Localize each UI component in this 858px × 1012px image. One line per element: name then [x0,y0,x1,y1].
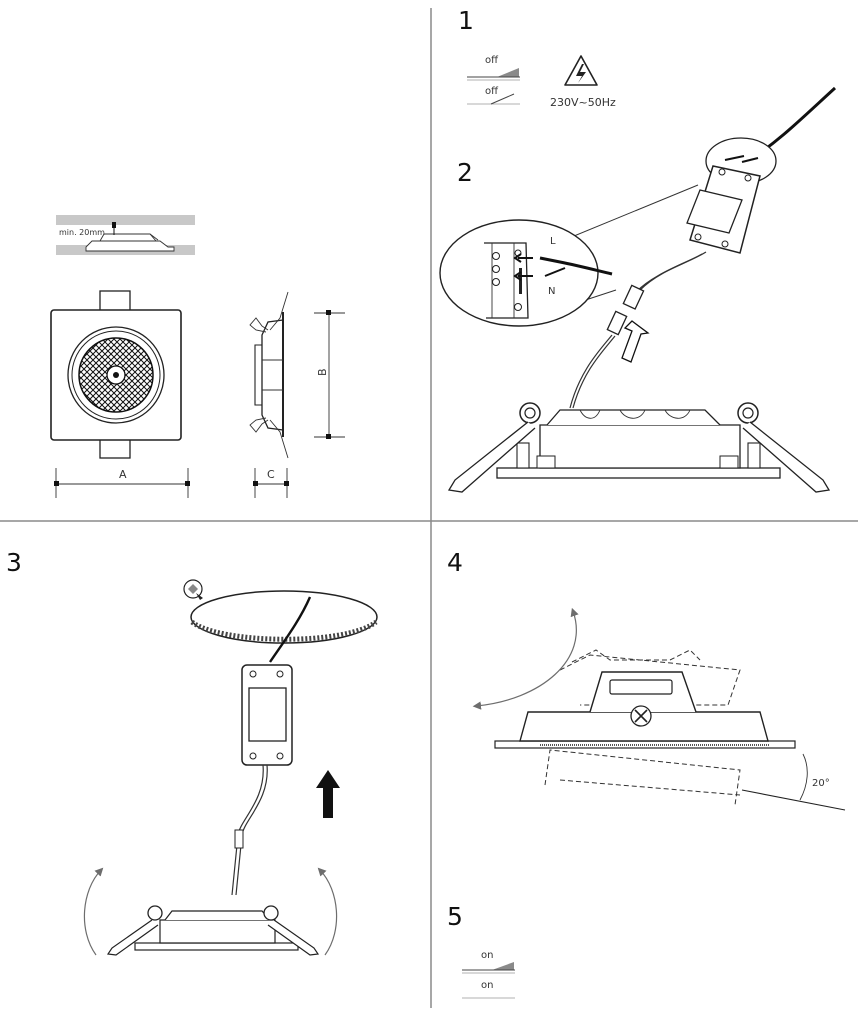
step-3-number: 3 [6,548,22,577]
step-5-panel: 5 on on [447,902,515,999]
dimensions-panel: min. 20mm [50,215,345,498]
spring-fold-arrow-left [83,867,104,956]
step-1-number: 1 [458,6,474,35]
step-1-panel: 1 off off 230V~50Hz [458,6,616,109]
terminal-zoom-callout: L N [439,219,613,327]
downlight-fixture [447,402,831,493]
dimension-c: C [253,468,289,498]
tilted-positions [544,649,741,806]
voltage-label: 230V~50Hz [550,96,616,109]
step-4-panel: 4 20° [447,548,846,811]
high-voltage-warning-icon: 230V~50Hz [550,55,616,109]
step-5-number: 5 [447,902,463,931]
ceiling-cutout [190,590,378,663]
live-terminal-label: L [550,236,556,247]
switch-off-label-2: off [485,86,499,97]
dimension-a-label: A [119,468,127,481]
panel-dividers [0,8,858,1008]
switch-off-icon: off off [467,55,520,105]
push-up-arrow-icon [316,770,340,818]
adjustable-lamp [494,671,796,749]
front-view [50,290,182,459]
step-4-number: 4 [447,548,463,577]
tilt-arrow [472,607,579,710]
tilt-angle-indicator: 20° [741,753,846,811]
connector-plug [622,284,645,310]
dimension-b-label: B [316,368,329,376]
cutout-tool-icon [183,579,203,600]
tilt-angle-label: 20° [812,778,830,789]
step-2-panel: 2 [439,86,837,493]
insert-arrow-icon [621,320,650,363]
downlight-small [106,905,320,956]
ceiling-gap-diagram: min. 20mm [56,215,195,255]
switch-off-label-1: off [485,55,499,66]
min-gap-label: min. 20mm [59,228,105,237]
spring-fold-arrow-right [317,867,338,956]
driver-box [686,165,761,254]
switch-on-label-1: on [481,950,493,961]
connector-socket [606,310,628,336]
dimension-a: A [54,468,190,498]
step-2-number: 2 [457,158,473,187]
dimension-b: B [314,310,345,439]
step-3-panel: 3 [6,548,378,956]
switch-on-icon: on on [462,950,515,999]
neutral-terminal-label: N [548,286,555,297]
dimension-c-label: C [267,468,275,481]
driver-box-vertical [241,664,293,766]
side-view [249,291,289,459]
switch-on-label-2: on [481,980,493,991]
